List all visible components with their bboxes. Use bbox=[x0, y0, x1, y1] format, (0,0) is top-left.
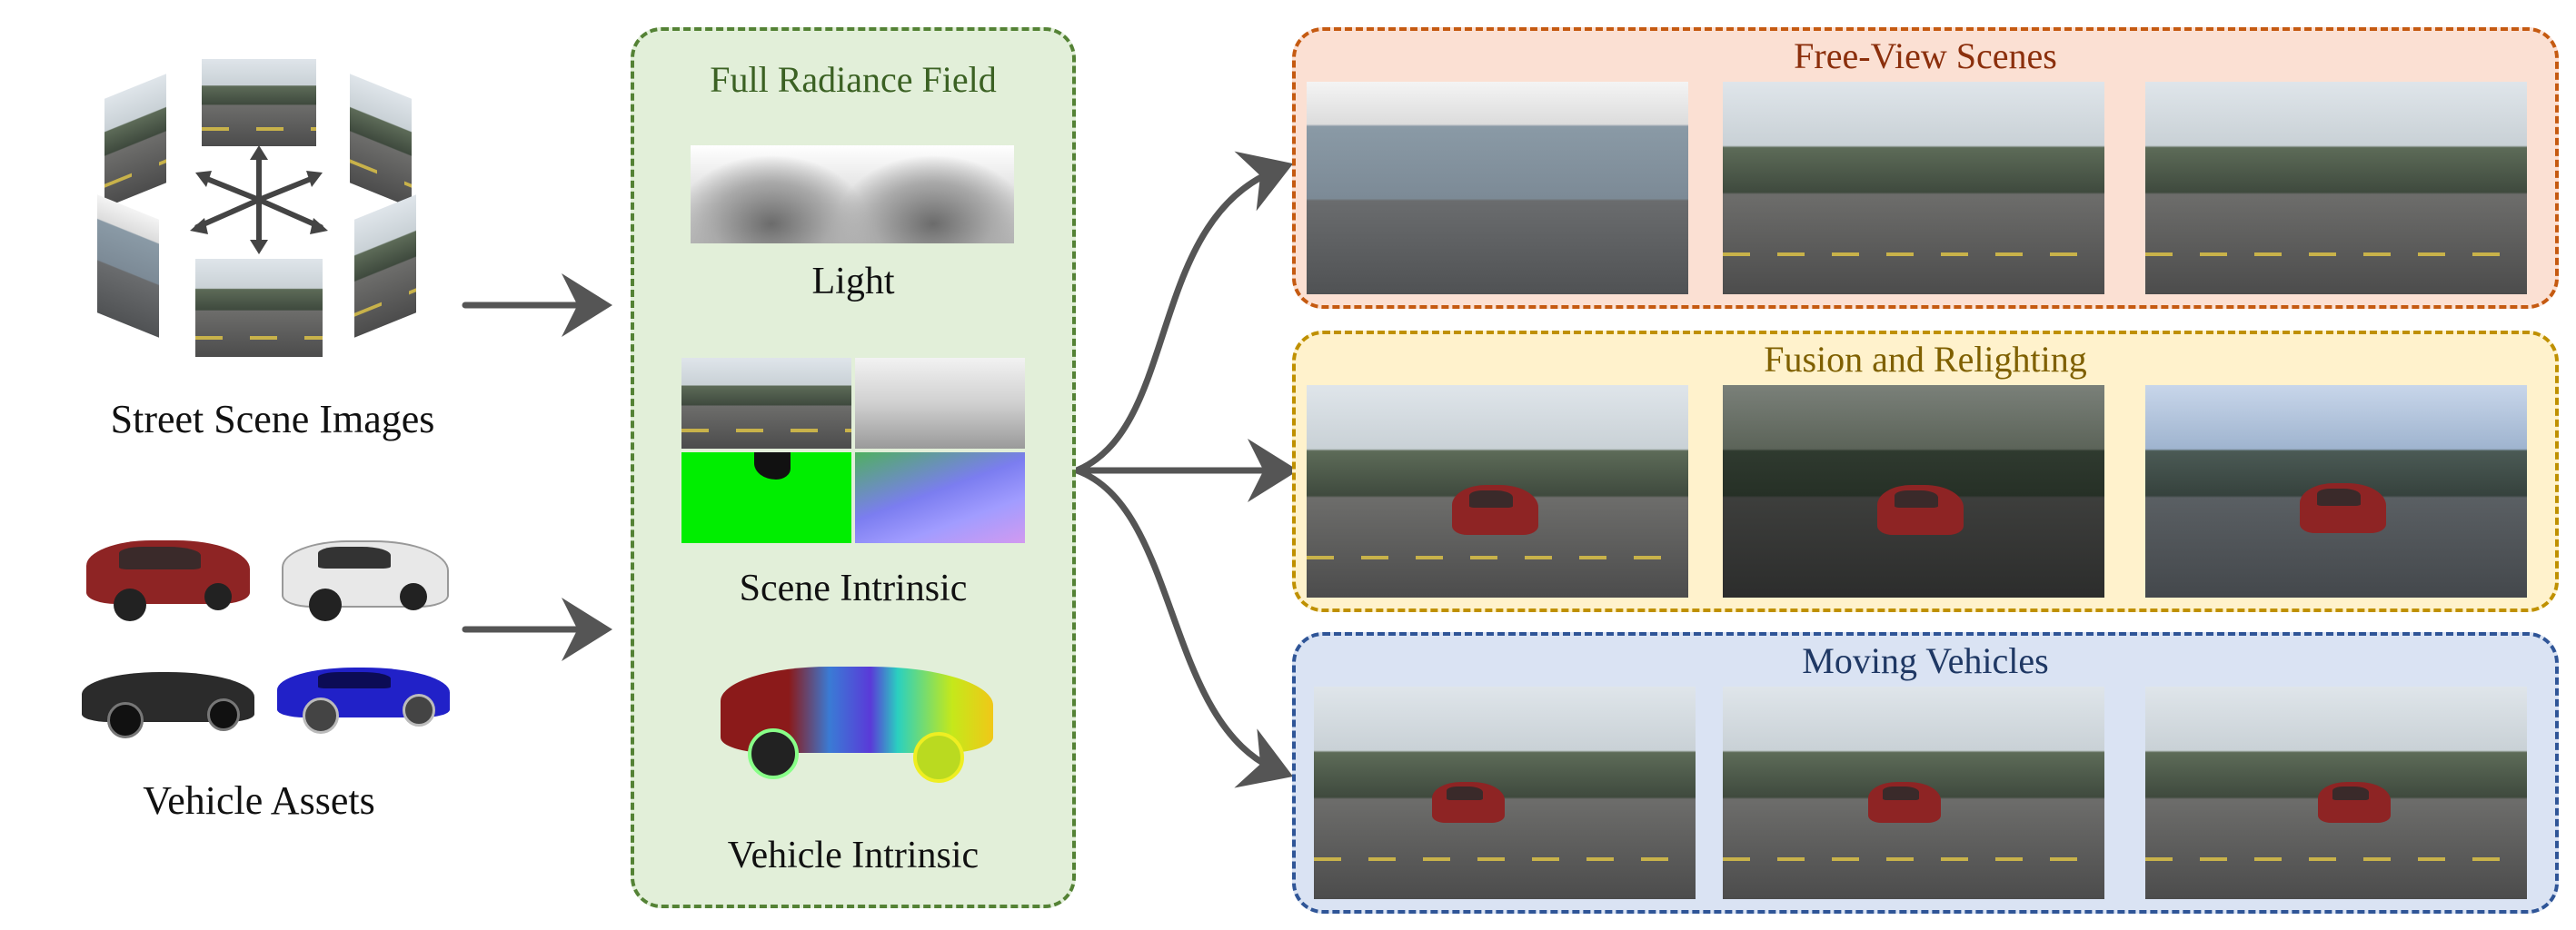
street-image-lower-left bbox=[97, 194, 159, 338]
multi-direction-arrows-icon bbox=[190, 145, 328, 254]
moving-vehicle-1 bbox=[1432, 782, 1505, 823]
fusion-image-2 bbox=[1723, 385, 2104, 598]
light-label: Light bbox=[811, 261, 895, 302]
free-view-scenes-title: Free-View Scenes bbox=[1794, 35, 2057, 76]
free-view-image-2 bbox=[1723, 82, 2104, 294]
scene-intrinsic-depth-image bbox=[855, 358, 1025, 449]
output-arrow-moving bbox=[1073, 467, 1294, 788]
moving-image-1 bbox=[1314, 687, 1696, 899]
output-arrow-free-view bbox=[1073, 151, 1294, 474]
full-radiance-field-panel: Full Radiance Field Light Scene Intrinsi… bbox=[631, 27, 1076, 908]
full-radiance-field-title: Full Radiance Field bbox=[710, 59, 997, 100]
vehicle-asset-blue-sedan bbox=[277, 645, 450, 736]
fusion-vehicle-3 bbox=[2300, 483, 2386, 533]
scene-intrinsic-segmentation-image bbox=[681, 452, 851, 543]
light-map-image bbox=[691, 145, 1014, 243]
fusion-image-3 bbox=[2145, 385, 2527, 598]
free-view-scenes-panel: Free-View Scenes bbox=[1292, 27, 2559, 309]
fusion-and-relighting-panel: Fusion and Relighting bbox=[1292, 331, 2559, 612]
vehicle-asset-black-sedan bbox=[82, 649, 254, 740]
moving-image-2 bbox=[1723, 687, 2104, 899]
street-scene-images-group bbox=[86, 54, 432, 363]
street-image-upper-right bbox=[350, 74, 412, 208]
free-view-image-3 bbox=[2145, 82, 2527, 294]
free-view-image-1 bbox=[1307, 82, 1688, 294]
street-image-bottom bbox=[195, 259, 323, 357]
scene-intrinsic-albedo-image bbox=[681, 358, 851, 449]
scene-intrinsic-normal-image bbox=[855, 452, 1025, 543]
street-scene-images-label: Street Scene Images bbox=[110, 397, 435, 441]
street-image-lower-right bbox=[354, 194, 416, 338]
vehicle-assets-group bbox=[82, 518, 463, 754]
street-image-upper-left bbox=[104, 74, 166, 208]
street-image-top bbox=[202, 59, 316, 146]
vehicle-assets-label: Vehicle Assets bbox=[143, 778, 375, 823]
moving-image-3 bbox=[2145, 687, 2527, 899]
fusion-and-relighting-title: Fusion and Relighting bbox=[1764, 339, 2087, 380]
vehicle-asset-red-suv bbox=[86, 527, 250, 627]
fusion-vehicle-2 bbox=[1877, 485, 1964, 535]
scene-intrinsic-grid bbox=[681, 358, 1025, 543]
fusion-image-1 bbox=[1307, 385, 1688, 598]
vehicle-asset-white-suv bbox=[282, 527, 449, 627]
moving-vehicle-3 bbox=[2318, 782, 2391, 823]
moving-vehicle-2 bbox=[1868, 782, 1941, 823]
vehicle-intrinsic-image bbox=[721, 648, 993, 785]
moving-vehicles-title: Moving Vehicles bbox=[1802, 640, 2049, 681]
fusion-vehicle-1 bbox=[1452, 485, 1538, 535]
vehicle-intrinsic-label: Vehicle Intrinsic bbox=[727, 835, 980, 876]
scene-intrinsic-label: Scene Intrinsic bbox=[739, 568, 968, 609]
moving-vehicles-panel: Moving Vehicles bbox=[1292, 632, 2559, 914]
